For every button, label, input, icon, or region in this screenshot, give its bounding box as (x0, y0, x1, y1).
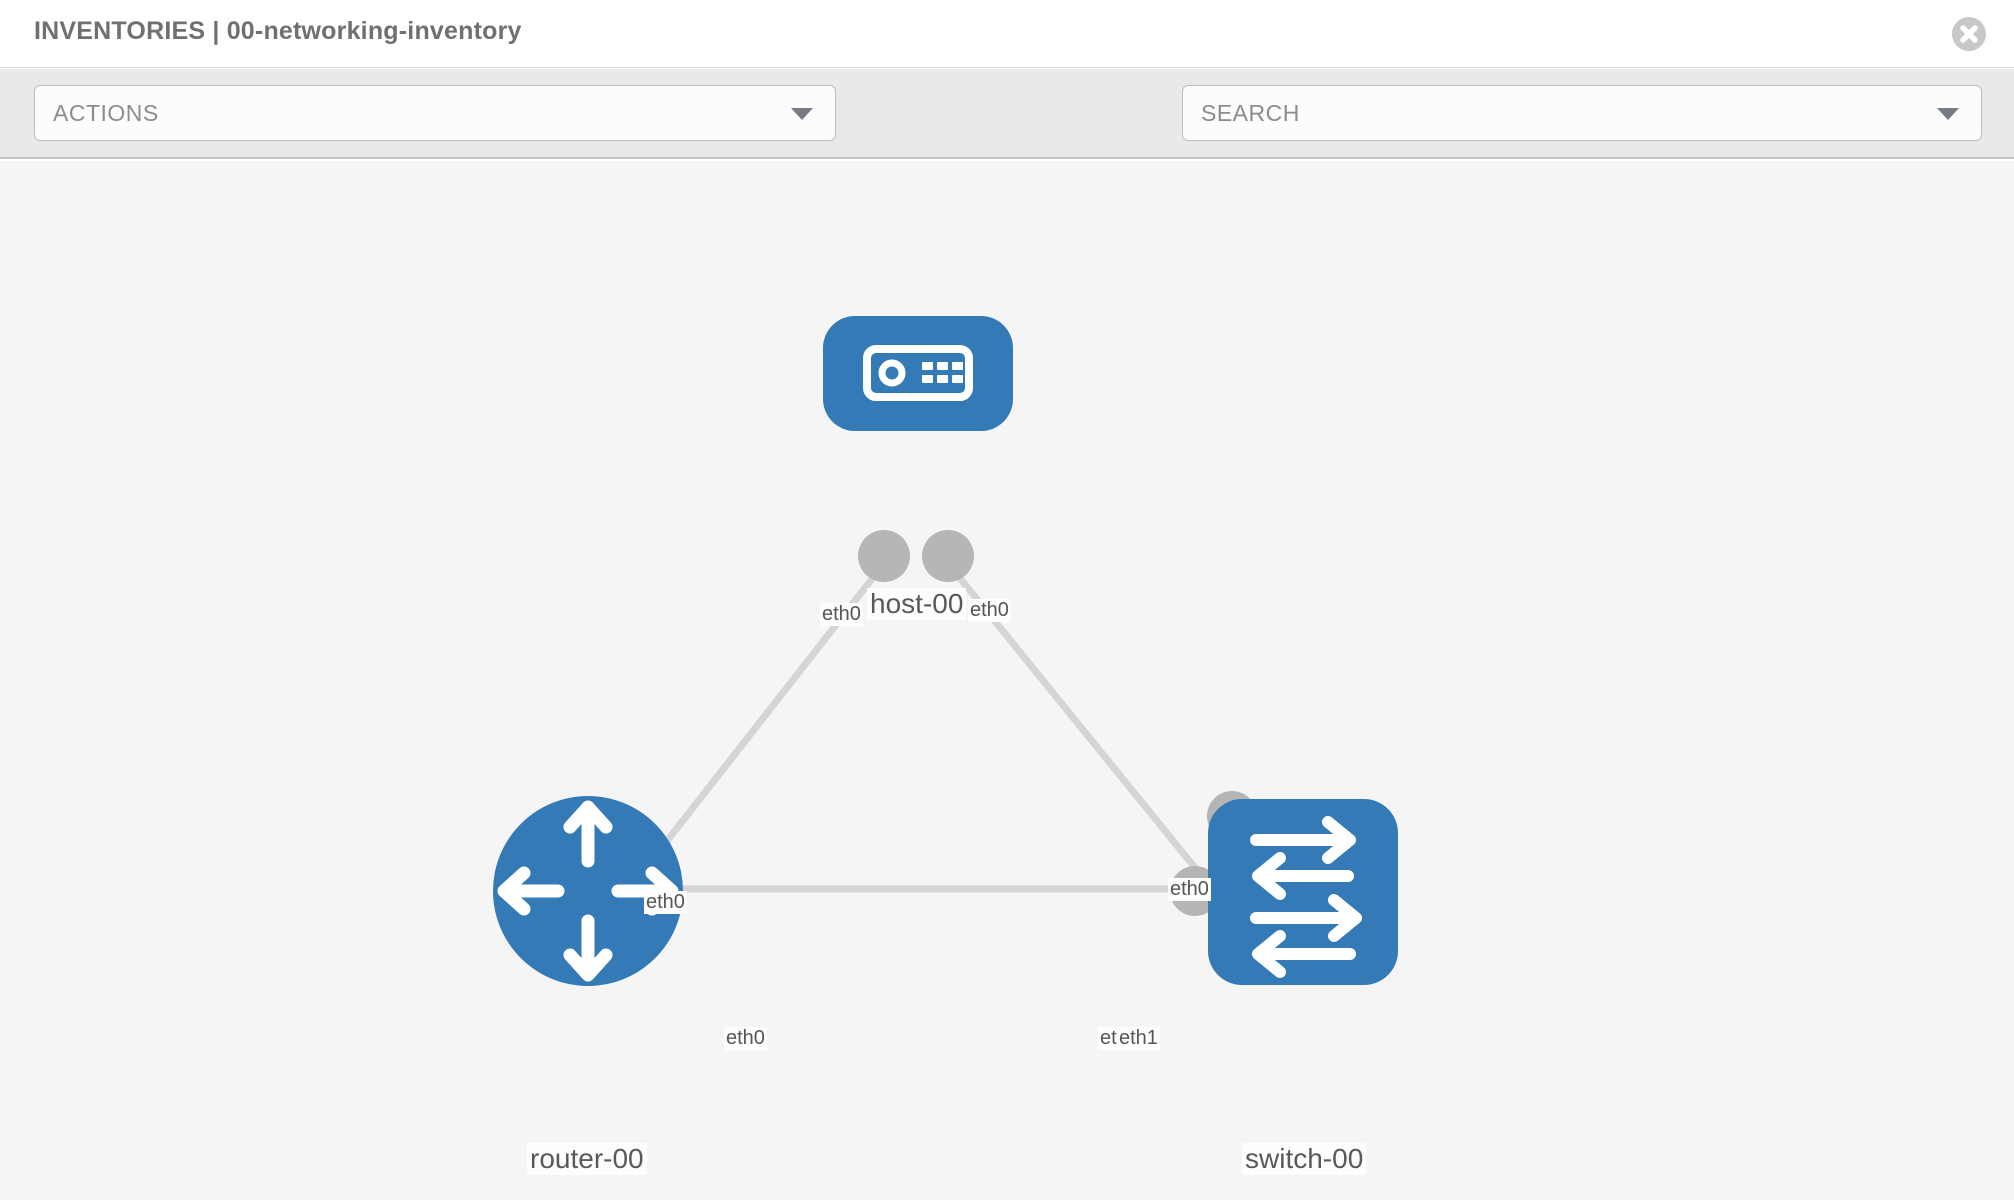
interface-label: eth1 (1117, 1027, 1160, 1050)
actions-dropdown[interactable]: ACTIONS (34, 85, 836, 141)
node-label-host-00: host-00 (867, 588, 967, 620)
interface-label: eth0 (968, 599, 1011, 622)
toolbar: ACTIONS (0, 69, 2014, 195)
search-input[interactable] (1201, 86, 1901, 140)
interface-label: eth0 (724, 1027, 767, 1050)
page-header: INVENTORIES | 00-networking-inventory (0, 0, 2014, 68)
actions-dropdown-label: ACTIONS (53, 100, 159, 126)
node-host-00 (823, 316, 1013, 431)
port-host-left (858, 530, 910, 582)
node-label-switch-00: switch-00 (1242, 1143, 1367, 1175)
interface-label: eth0 (820, 603, 863, 626)
chevron-down-icon (791, 108, 813, 120)
chevron-down-icon[interactable] (1937, 108, 1959, 120)
interface-label: eth0 (1168, 878, 1211, 901)
interface-label: eth0 (644, 891, 687, 914)
close-icon[interactable] (1952, 17, 1986, 51)
topology-graph (493, 316, 1398, 986)
port-host-right (922, 530, 974, 582)
node-switch-00 (1208, 799, 1398, 985)
node-label-router-00: router-00 (527, 1143, 647, 1175)
search-field[interactable] (1182, 85, 1982, 141)
page-title: INVENTORIES | 00-networking-inventory (34, 17, 522, 45)
topology-canvas[interactable]: eth0 eth0 eth0 eth0 eth0 eth0 eth1 host-… (0, 161, 2014, 1200)
